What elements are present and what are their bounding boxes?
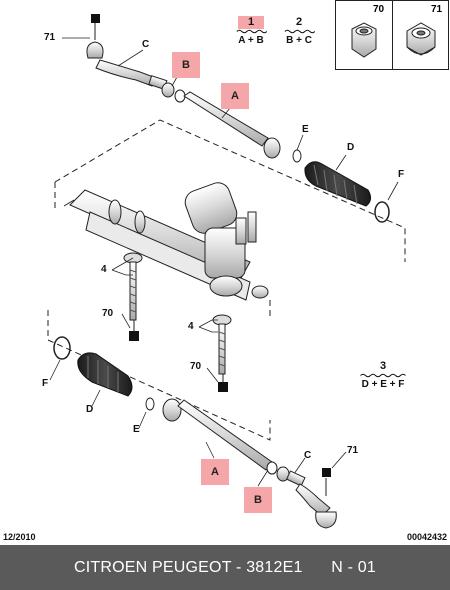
label-70-mid: 70 — [102, 308, 114, 319]
label-71-bottom: 71 — [347, 445, 359, 456]
nut-top — [161, 82, 186, 103]
label-f-left: F — [42, 378, 49, 389]
label-d-right: D — [347, 142, 355, 153]
formula-2-expr: B + C — [286, 35, 312, 46]
inset-label-70: 70 — [373, 4, 385, 15]
dashed-outline-lower — [47, 310, 271, 441]
label-e-left: E — [133, 424, 140, 435]
footer-code: 00042432 — [406, 532, 447, 542]
formula-2: 2 B + C — [276, 16, 322, 46]
inset-label-71: 71 — [431, 4, 443, 15]
title-bar-suffix: N - 01 — [331, 559, 376, 576]
formula-2-number: 2 — [295, 16, 303, 28]
formula-1-wave — [236, 29, 268, 34]
tag-a-bottom: A — [201, 459, 229, 485]
tie-rod-bottom — [162, 398, 273, 471]
rack-housing — [63, 182, 269, 301]
label-e-right: E — [302, 124, 309, 135]
bolt-upper — [123, 252, 143, 341]
formula-1-expr: A + B — [238, 35, 264, 46]
formula-1: 1 A + B — [228, 16, 274, 46]
washer-top-e — [292, 149, 302, 163]
tie-rod-end-bottom — [285, 468, 337, 529]
tie-rod-end-top — [86, 14, 168, 90]
nut-70-icon — [351, 22, 377, 58]
label-70-lower: 70 — [190, 361, 202, 372]
leader-lines — [49, 37, 399, 487]
boot-top — [304, 161, 372, 207]
nut-71-icon — [406, 22, 436, 56]
tag-a-top: A — [221, 83, 249, 109]
label-71-top: 71 — [44, 32, 56, 43]
label-4-lower: 4 — [188, 321, 194, 332]
label-f-right: F — [398, 169, 405, 180]
formula-3-number: 3 — [379, 360, 387, 372]
label-4-upper: 4 — [101, 264, 107, 275]
formula-1-number: 1 — [238, 16, 264, 29]
dashed-outline-upper — [54, 119, 406, 320]
clamp-bottom — [53, 336, 71, 360]
formula-3: 3 D + E + F — [350, 360, 416, 390]
label-d-left: D — [86, 404, 94, 415]
clamp-top — [374, 201, 390, 223]
boot-bottom — [77, 352, 133, 397]
formula-3-expr: D + E + F — [361, 379, 405, 390]
inset-divider — [392, 1, 393, 70]
footer-date: 12/2010 — [3, 532, 36, 542]
label-c-bottom: C — [304, 450, 312, 461]
title-bar-text: CITROEN PEUGEOT - 3812E1 — [73, 559, 303, 576]
nut-bottom — [266, 461, 290, 482]
nut-inset-panel: 70 71 — [335, 0, 449, 70]
tag-b-bottom: B — [244, 487, 272, 513]
tag-b-top: B — [172, 52, 200, 78]
bolt-lower — [212, 314, 232, 392]
title-bar: CITROEN PEUGEOT - 3812E1 N - 01 — [0, 545, 450, 590]
formula-2-wave — [284, 29, 316, 34]
washer-bottom-e — [145, 397, 155, 411]
formula-3-wave — [360, 373, 406, 378]
tie-rod-top — [183, 91, 281, 159]
label-c-top: C — [142, 39, 150, 50]
